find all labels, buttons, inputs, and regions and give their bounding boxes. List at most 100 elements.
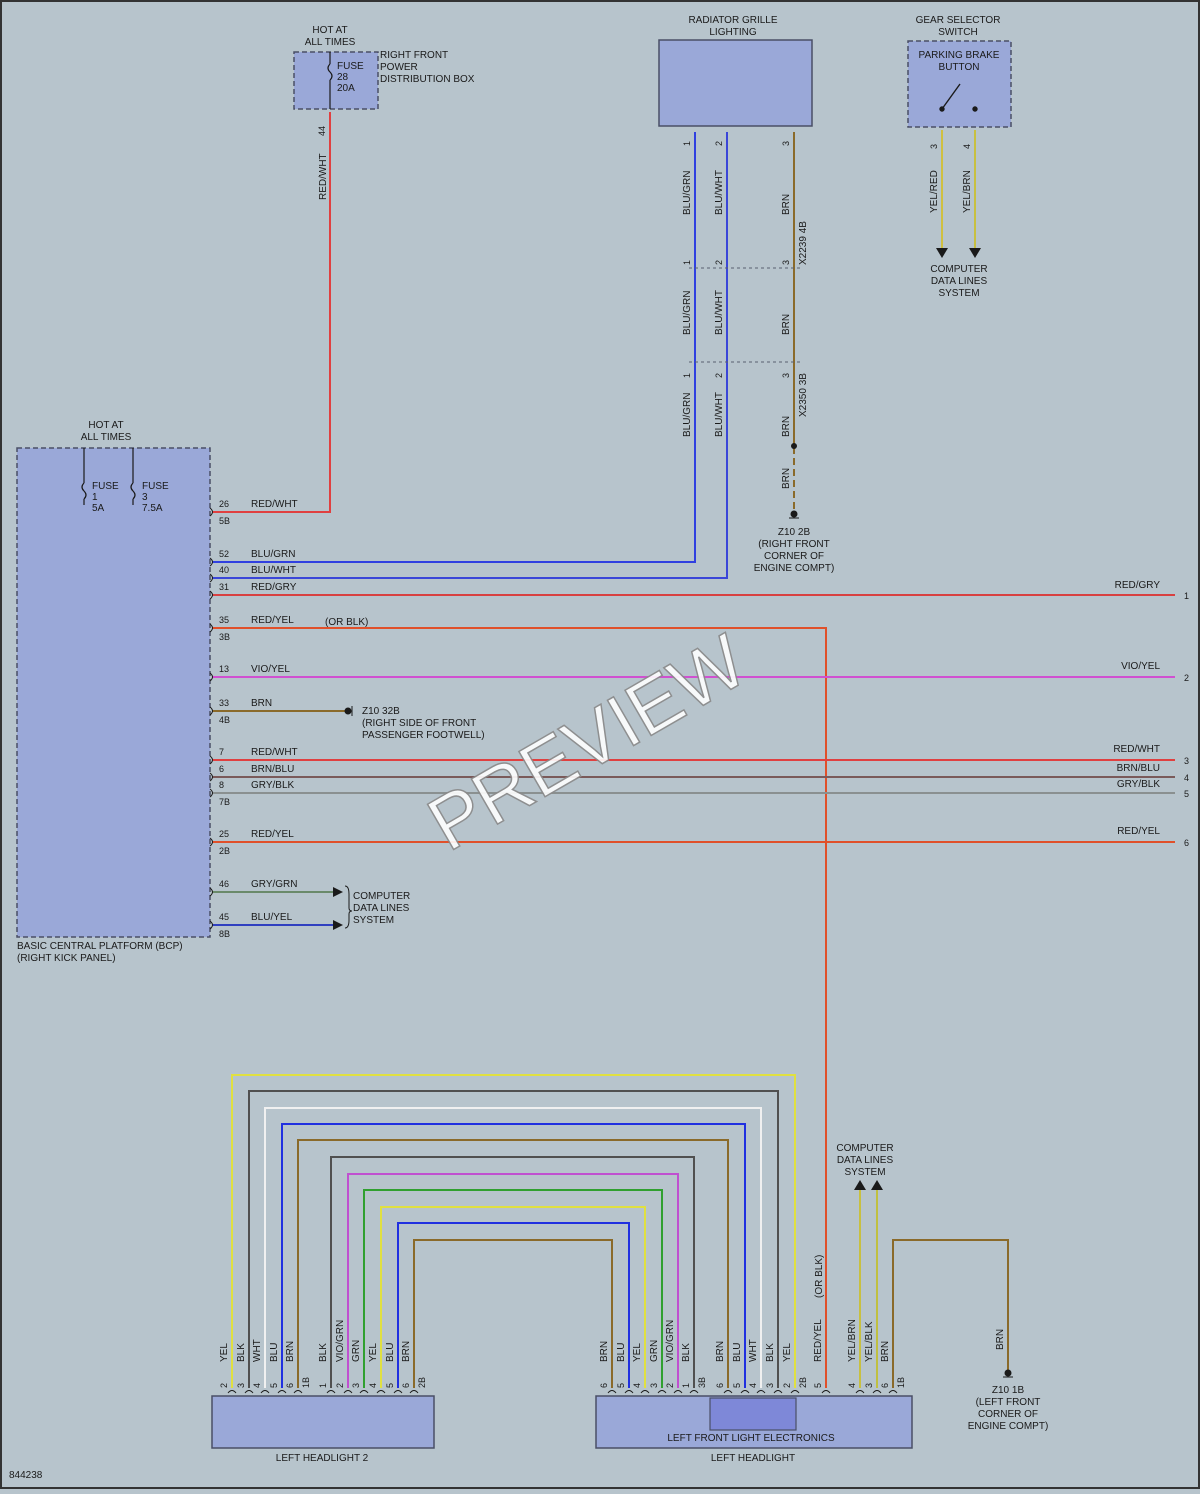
headlight2-wire-label: YEL [219, 1343, 230, 1362]
arrow-up-icon [854, 1180, 883, 1190]
grille-wire-label: BLU/WHT [714, 170, 725, 215]
wire-loop-blu-outer [281, 1123, 746, 1388]
headlight-pin-4: 4 [632, 1383, 642, 1388]
headlight2-wire-label: BLU [269, 1343, 280, 1362]
ground-z10-2b-icon [789, 443, 799, 519]
x2239-pin-2: 2 [714, 260, 724, 265]
radiator-grille-lighting [658, 39, 813, 127]
bcp-conn-4B-label: 4B [219, 715, 230, 725]
bcp-name-label: BASIC CENTRAL PLATFORM (BCP)(RIGHT KICK … [17, 941, 183, 964]
rf-power-distribution-box [293, 51, 379, 110]
headlight2-pin-6: 6 [285, 1383, 295, 1388]
wire-loop-blk-outer [248, 1090, 779, 1388]
headlight2-wire-label: BRN [285, 1341, 296, 1362]
wire-loop-yel-outer [231, 1074, 796, 1388]
grille-wire-label: BRN [781, 194, 792, 215]
offpage-6-number: 6 [1184, 838, 1189, 848]
wire-blu-wht-grille [212, 132, 728, 579]
bcp-pin-40-wire: BLU/WHT [251, 565, 296, 576]
wire-loop-wht [264, 1107, 762, 1388]
bcp-pin-ticks [209, 507, 213, 930]
wire-loop-brn-outer [297, 1139, 729, 1388]
wire-loop-brn-inner [413, 1239, 613, 1388]
gear-pin-4-label: 4 [962, 144, 972, 149]
headlight2-pin-4: 4 [252, 1383, 262, 1388]
offpage-4-wire: BRN/BLU [1117, 763, 1160, 774]
grille-pin-2: 2 [714, 141, 724, 146]
grille-wire-label: BRN [781, 314, 792, 335]
headlight2-wire-label: BRN [401, 1341, 412, 1362]
grille-wire-label: BLU/WHT [714, 290, 725, 335]
bcp-pin-13-wire: VIO/YEL [251, 664, 290, 675]
headlight2-pin-2B: 2B [417, 1377, 427, 1388]
headlight2-pin-1B: 1B [301, 1377, 311, 1388]
headlight-wire-label: RED/YEL [813, 1319, 824, 1362]
left-front-light-electronics-label: LEFT FRONT LIGHT ELECTRONICS [667, 1433, 835, 1444]
headlight-wire-label: BLK [765, 1343, 776, 1362]
offpage-5-number: 5 [1184, 789, 1189, 799]
gear-pin-3-label: 3 [929, 144, 939, 149]
grille-pin-3: 3 [781, 141, 791, 146]
basic-central-platform [16, 447, 211, 938]
wire-red-wht-pdb [212, 112, 331, 513]
x2239-pin-1: 1 [682, 260, 692, 265]
headlight-pin-6: 6 [880, 1383, 890, 1388]
bcp-pin-45-number: 45 [219, 912, 229, 922]
offpage-5-wire: GRY/BLK [1117, 779, 1160, 790]
offpage-3-number: 3 [1184, 756, 1189, 766]
headlight2-wire-label: BLU [385, 1343, 396, 1362]
wire-loop-blk-inner [330, 1156, 695, 1388]
headlight-pin-3B: 3B [697, 1377, 707, 1388]
headlight2-pin-2: 2 [219, 1383, 229, 1388]
switch-icon [939, 83, 978, 112]
bcp-pin-26-wire: RED/WHT [251, 499, 298, 510]
bcp-pin-8-wire: GRY/BLK [251, 780, 294, 791]
headlight2-pin-2: 2 [335, 1383, 345, 1388]
ground-wire-label: BRN [781, 468, 792, 489]
lh-or-blk-label: (OR BLK) [814, 1255, 825, 1298]
wire-loop-blu-inner [397, 1222, 630, 1388]
left-front-light-electronics [709, 1397, 797, 1431]
bcp-pin-31-wire: RED/GRY [251, 582, 297, 593]
bcp-pin-35-wire: RED/YEL [251, 615, 294, 626]
bcp-conn-5B-label: 5B [219, 516, 230, 526]
headlight-pin-1B: 1B [896, 1377, 906, 1388]
fuse-1-icon [81, 448, 87, 505]
rf-pdb-wire-label: RED/WHT [318, 153, 329, 200]
headlight2-wire-label: YEL [368, 1343, 379, 1362]
headlight-pin-ticks [227, 1390, 898, 1394]
headlight2-wire-label: WHT [252, 1339, 263, 1362]
arrow-down-icon [936, 248, 981, 258]
gear-wire-3-label: YEL/RED [929, 170, 940, 213]
wire-loop-yel-inner [380, 1206, 646, 1388]
headlight2-wire-label: BLK [236, 1343, 247, 1362]
wire-blu-grn-grille [212, 132, 696, 563]
bcp-pin-6-wire: BRN/BLU [251, 764, 294, 775]
headlight-pin-5: 5 [616, 1383, 626, 1388]
wire-loop-grn [363, 1189, 663, 1388]
offpage-4-number: 4 [1184, 773, 1189, 783]
x2239-label: X2239 4B [798, 221, 809, 265]
x2350-pin-3: 3 [781, 373, 791, 378]
bcp-pin-52-wire: BLU/GRN [251, 549, 295, 560]
headlight-pin-4: 4 [748, 1383, 758, 1388]
headlight-pin-6: 6 [599, 1383, 609, 1388]
bcp-pin-33-number: 33 [219, 698, 229, 708]
ground-z10-1b-icon [1003, 1369, 1013, 1378]
headlight-pin-5: 5 [813, 1383, 823, 1388]
headlight2-wire-label: GRN [351, 1340, 362, 1362]
bcp-pin-26-number: 26 [219, 499, 229, 509]
bcp-pin-35-number: 35 [219, 615, 229, 625]
headlight2-pin-1: 1 [318, 1383, 328, 1388]
bcp-conn-3B-label: 3B [219, 632, 230, 642]
headlight-pin-3: 3 [649, 1383, 659, 1388]
